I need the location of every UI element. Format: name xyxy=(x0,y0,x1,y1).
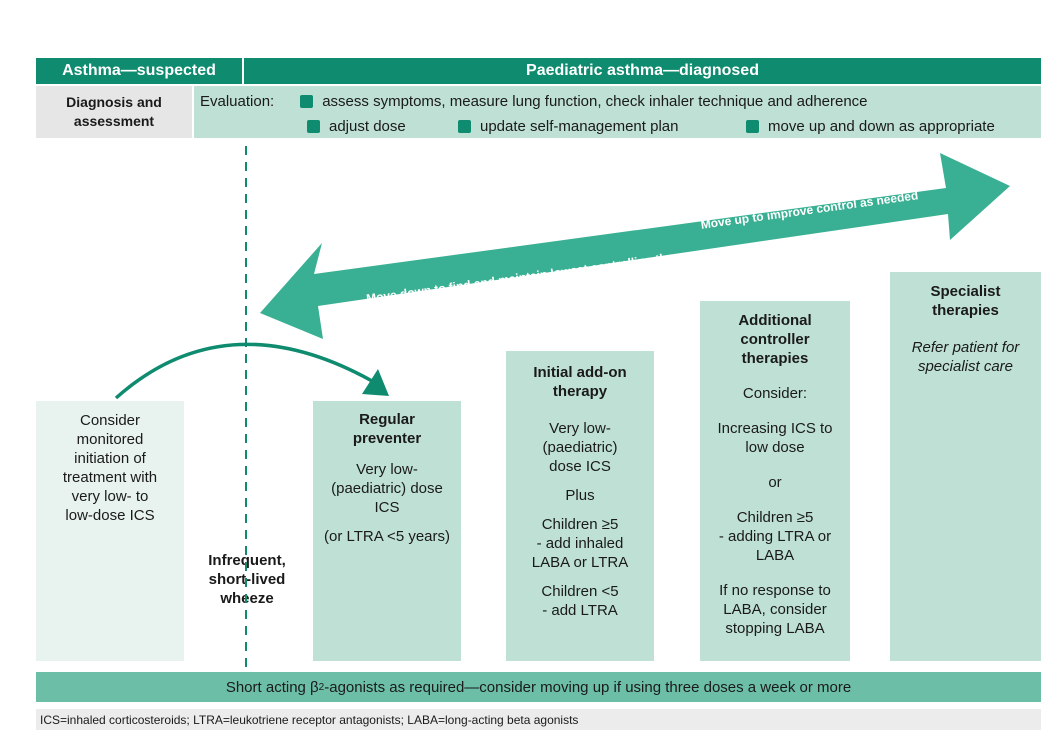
step-title: therapy xyxy=(552,383,608,400)
bullet-square-icon xyxy=(458,119,471,133)
step-title: Regular xyxy=(359,411,415,428)
step-text: Consider: xyxy=(742,385,808,402)
suspected-step-box: Consider monitored initiation of treatme… xyxy=(36,401,184,661)
header-suspected: Asthma—suspected xyxy=(36,58,242,84)
step-text: (paediatric) xyxy=(542,439,618,456)
step-text: initiation of xyxy=(74,450,146,467)
bottom-text-sub: 2 xyxy=(318,681,325,693)
step-text: dose ICS xyxy=(549,458,611,475)
evaluation-label: Evaluation: xyxy=(200,92,275,110)
step-text: ICS xyxy=(374,499,400,516)
step-title: controller xyxy=(740,331,810,348)
wheeze-line: Infrequent, xyxy=(208,552,286,569)
step-text: - adding LTRA or xyxy=(718,528,832,545)
step-text: (or LTRA <5 years) xyxy=(323,528,450,545)
bottom-text-pre: Short acting β xyxy=(225,678,319,696)
diagnosis-line-2: assessment xyxy=(73,113,155,129)
specialist-therapies-box: Specialist therapies Refer patient for s… xyxy=(890,272,1041,661)
step-title: preventer xyxy=(352,430,422,447)
evaluation-item: assess symptoms, measure lung function, … xyxy=(322,92,868,110)
curved-arrow xyxy=(114,342,373,400)
bullet-square-icon xyxy=(307,119,320,133)
move-up-down-arrow xyxy=(260,153,1010,339)
step-text: Plus xyxy=(565,487,595,504)
evaluation-item-group: update self-management plan xyxy=(458,115,678,137)
bullet-square-icon xyxy=(300,94,314,108)
step-text: or xyxy=(768,474,782,491)
step-text: very low- to xyxy=(71,488,149,505)
evaluation-item: update self-management plan xyxy=(480,117,679,135)
step-text: low-dose ICS xyxy=(65,507,155,524)
step-text: - add inhaled xyxy=(536,535,624,552)
step-title: therapies xyxy=(741,350,809,367)
step-text: Consider xyxy=(79,412,141,429)
evaluation-item: move up and down as appropriate xyxy=(768,117,995,135)
step-title: Initial add-on xyxy=(533,364,627,381)
step-text: Children <5 xyxy=(541,583,619,600)
step-text: If no response to xyxy=(719,582,831,599)
evaluation-item-group: move up and down as appropriate xyxy=(746,115,995,137)
step-text: LABA or LTRA xyxy=(531,554,629,571)
step-text: Increasing ICS to xyxy=(717,420,833,437)
step-text: Refer patient for xyxy=(911,339,1020,356)
evaluation-item-group: adjust dose xyxy=(307,115,406,137)
footnote-text: ICS=inhaled corticosteroids; LTRA=leukot… xyxy=(40,712,579,727)
diagnosis-label: Diagnosis and assessment xyxy=(36,86,192,138)
diagnosis-line-1: Diagnosis and xyxy=(66,94,162,110)
step-title: therapies xyxy=(932,302,999,319)
step-text: Very low- xyxy=(549,420,611,437)
step-text: LABA, consider xyxy=(723,601,827,618)
evaluation-row-1: Evaluation: assess symptoms, measure lun… xyxy=(200,90,868,112)
header-diagnosed-label: Paediatric asthma—diagnosed xyxy=(526,62,759,79)
step-title: Additional xyxy=(738,312,812,329)
evaluation-item: adjust dose xyxy=(329,117,406,135)
step-text: specialist care xyxy=(917,358,1014,375)
step-text: (paediatric) dose xyxy=(331,480,443,497)
curved-arrow-head-icon xyxy=(362,369,389,396)
step-text: low dose xyxy=(745,439,805,456)
bottom-text-post: -agonists as required—consider moving up… xyxy=(324,678,852,696)
step-text: Very low- xyxy=(356,461,418,478)
bullet-square-icon xyxy=(746,119,759,133)
step-text: monitored xyxy=(76,431,144,448)
evaluation-panel xyxy=(194,86,1041,138)
header-suspected-label: Asthma—suspected xyxy=(62,62,216,79)
step-text: stopping LABA xyxy=(725,620,825,637)
step-text: LABA xyxy=(755,547,795,564)
regular-preventer-box: Regular preventer Very low- (paediatric)… xyxy=(313,401,461,661)
step-text: Children ≥5 xyxy=(736,509,814,526)
step-text: treatment with xyxy=(62,469,158,486)
step-text: Children ≥5 xyxy=(541,516,619,533)
initial-add-on-box: Initial add-on therapy Very low- (paedia… xyxy=(506,351,654,661)
additional-controller-box: Additional controller therapies Consider… xyxy=(700,301,850,661)
abbreviation-footnote: ICS=inhaled corticosteroids; LTRA=leukot… xyxy=(36,709,1041,730)
step-title: Specialist xyxy=(930,283,1001,300)
header-diagnosed: Paediatric asthma—diagnosed xyxy=(244,58,1041,84)
step-text: - add LTRA xyxy=(542,602,618,619)
